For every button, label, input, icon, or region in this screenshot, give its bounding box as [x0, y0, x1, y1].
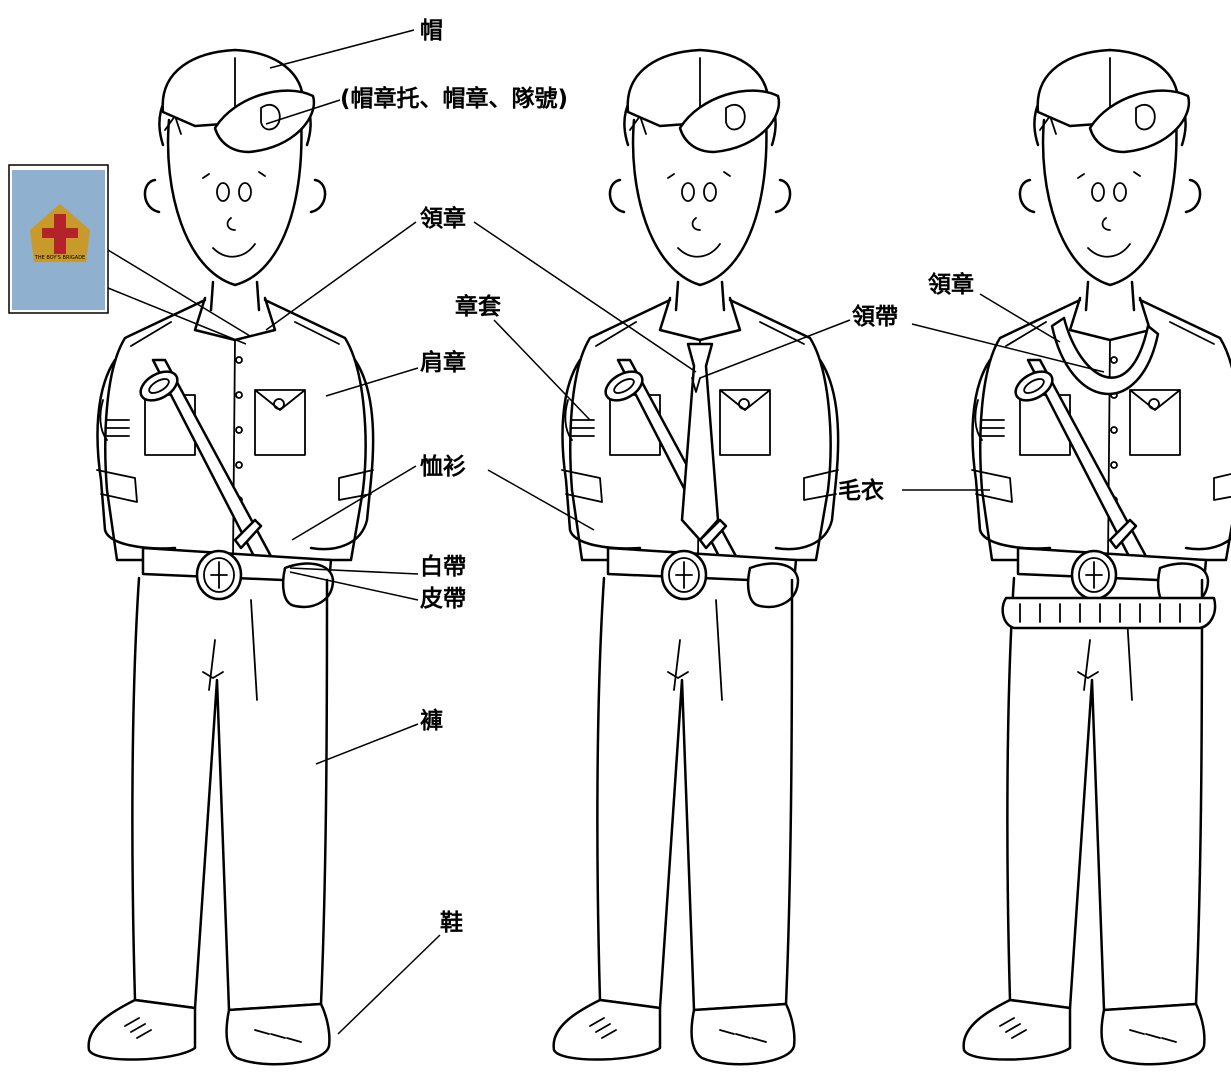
- necktie-drawing: [680, 342, 720, 542]
- label-leather-belt: 皮帶: [420, 586, 466, 612]
- label-collar-badge-2: 領章: [928, 271, 974, 298]
- label-shoulder-badge: 肩章: [420, 349, 466, 376]
- badge-caption: THE BOY'S BRIGADE: [34, 255, 85, 261]
- label-hat: 帽: [420, 18, 443, 44]
- figure-sweater-uniform: [962, 48, 1231, 1066]
- leader-lines: [107, 29, 1105, 1035]
- inset-collar-badge-photo: THE BOY'S BRIGADE: [8, 164, 109, 314]
- sweater-hem: [1001, 596, 1217, 630]
- label-hat-parts: (帽章托、帽章、隊號): [340, 85, 568, 112]
- label-sweater: 毛衣: [838, 477, 884, 504]
- label-shirt: 恤衫: [420, 454, 466, 480]
- label-white-belt: 白帶: [420, 553, 466, 580]
- sweater-neckline: [1050, 316, 1160, 395]
- label-trousers: 褲: [420, 707, 443, 734]
- badge-cross-horizontal: [42, 228, 78, 238]
- label-necktie: 領帶: [852, 303, 898, 330]
- labels: 帽 (帽章托、帽章、隊號) 領章 章套 肩章 恤衫 白帶 皮帶 褲 鞋 領章 領…: [340, 18, 974, 936]
- figure-shirt-uniform: [87, 48, 375, 1066]
- label-badge-holder: 章套: [455, 293, 501, 320]
- label-collar-badge: 領章: [420, 205, 466, 232]
- figure-necktie-uniform: [552, 48, 840, 1066]
- label-shoes: 鞋: [440, 910, 463, 936]
